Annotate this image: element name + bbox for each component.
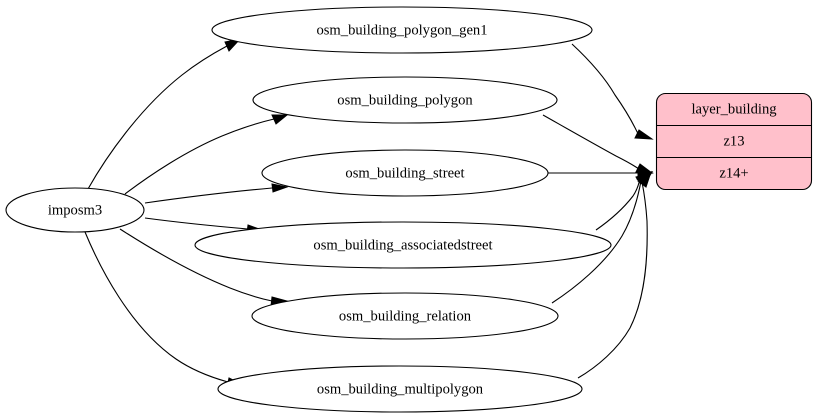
edge-osm-building-polygon-to-layer-building-z14plus[interactable] [542, 114, 654, 174]
edge-imposm3-to-osm-building-polygon[interactable] [124, 114, 289, 195]
node-osm-building-polygon-gen1[interactable]: osm_building_polygon_gen1 [211, 6, 593, 54]
node-osm-building-polygon-gen1-label: osm_building_polygon_gen1 [316, 22, 487, 38]
layer-building-row-z14plus: z14+ [719, 165, 748, 181]
node-osm-building-street-label: osm_building_street [345, 165, 464, 181]
node-osm-building-street[interactable]: osm_building_street [261, 149, 549, 197]
edge-imposm3-to-osm-building-street[interactable] [144, 183, 289, 204]
node-osm-building-polygon-label: osm_building_polygon [337, 92, 473, 108]
edge-group-tables-to-layer [542, 43, 654, 379]
node-osm-building-relation[interactable]: osm_building_relation [251, 292, 559, 340]
node-osm-building-multipolygon[interactable]: osm_building_multipolygon [217, 365, 583, 413]
node-osm-building-associatedstreet-label: osm_building_associatedstreet [313, 237, 492, 253]
node-osm-building-associatedstreet[interactable]: osm_building_associatedstreet [194, 221, 612, 269]
node-osm-building-multipolygon-label: osm_building_multipolygon [317, 381, 484, 397]
node-imposm3-label: imposm3 [48, 202, 102, 218]
layer-building-row-z13: z13 [723, 133, 744, 149]
node-layer-building[interactable]: layer_building z13 z14+ [655, 92, 813, 191]
node-osm-building-relation-label: osm_building_relation [339, 308, 472, 324]
edge-osm-building-polygon-gen1-to-layer-building-z13[interactable] [571, 43, 654, 140]
edge-osm-building-multipolygon-to-layer-building-z14plus[interactable] [577, 170, 652, 379]
node-osm-building-polygon[interactable]: osm_building_polygon [252, 76, 558, 124]
layer-building-row-title: layer_building [691, 101, 777, 117]
layer-building-box [655, 92, 813, 191]
node-imposm3[interactable]: imposm3 [5, 187, 145, 233]
